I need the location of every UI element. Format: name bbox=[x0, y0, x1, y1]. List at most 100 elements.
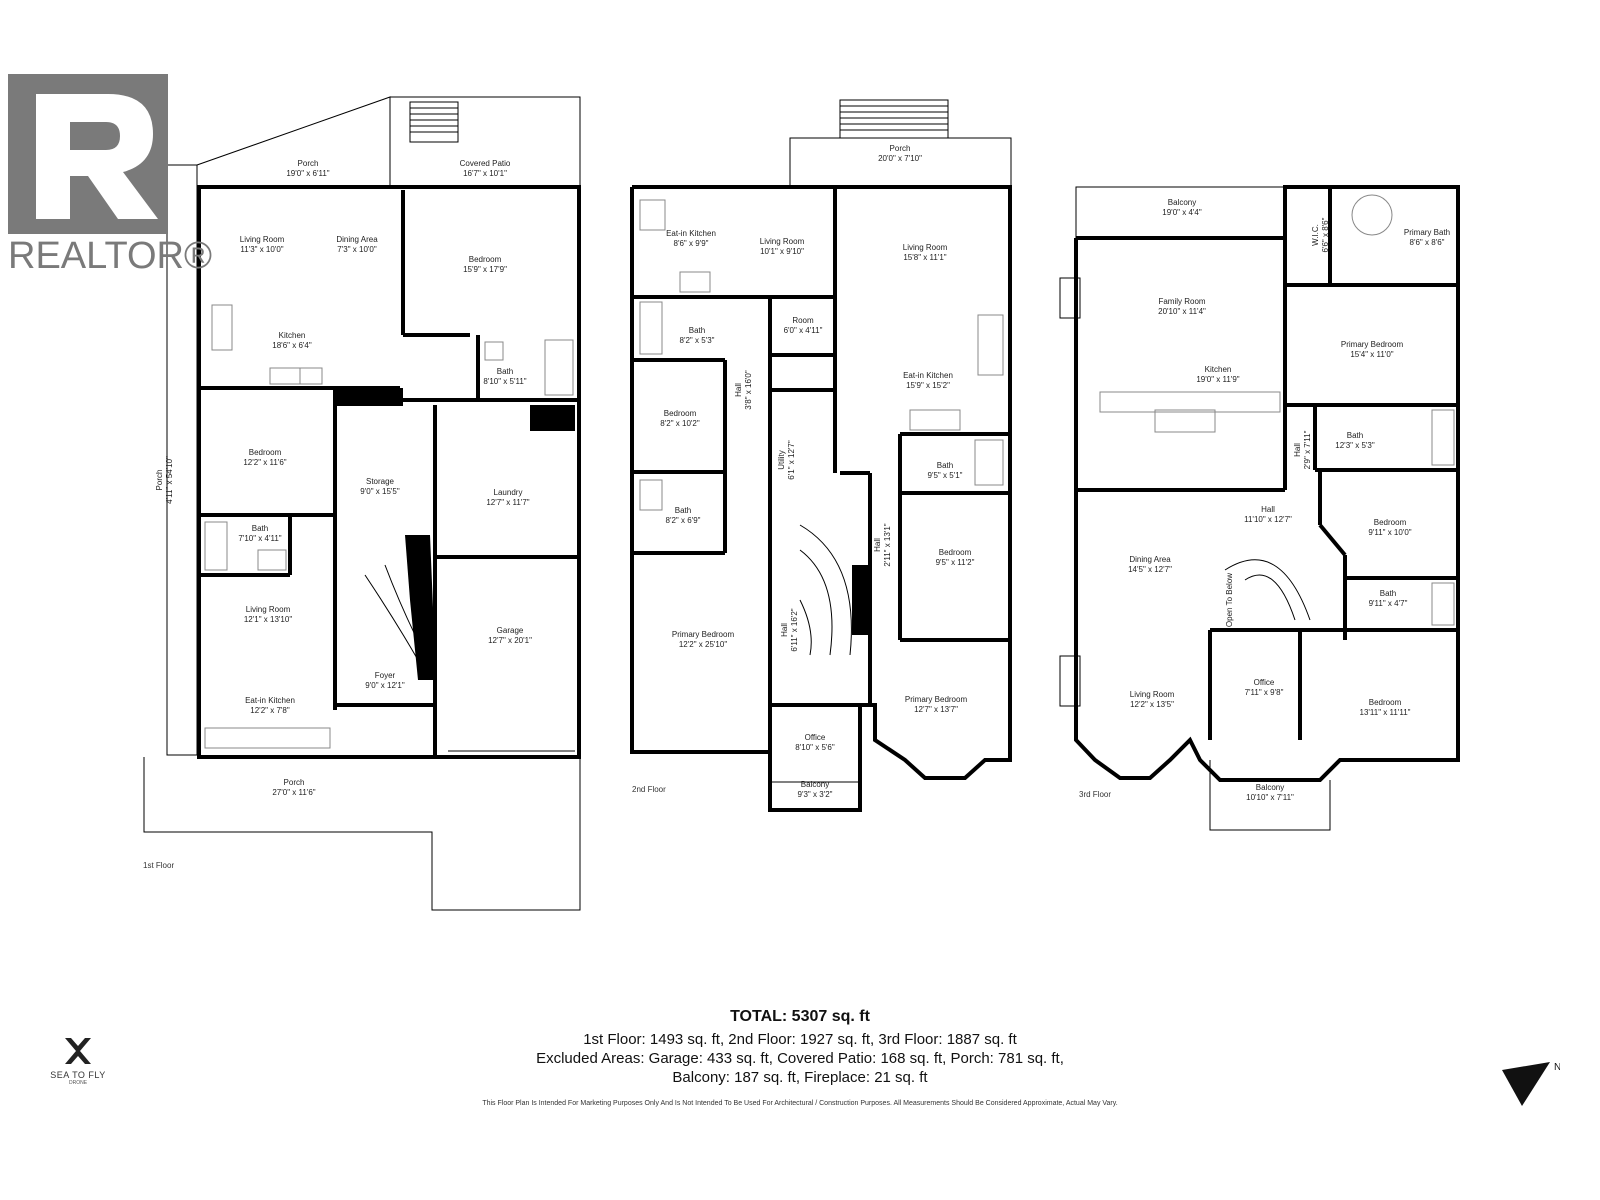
third-floor-plan bbox=[1059, 185, 1460, 831]
room-name: Porch bbox=[890, 144, 911, 153]
room-dimensions: 8'10" x 5'6" bbox=[795, 743, 835, 752]
room-name: Open To Below bbox=[1225, 573, 1234, 627]
room-dimensions: 9'11" x 4'7" bbox=[1369, 599, 1408, 608]
room-dimensions: 9'11" x 10'0" bbox=[1368, 528, 1411, 537]
floor-label-third: 3rd Floor bbox=[1079, 790, 1111, 799]
room-name: Kitchen bbox=[1205, 365, 1232, 374]
room-name: Living Room bbox=[1130, 690, 1175, 699]
room-name: Foyer bbox=[375, 671, 396, 680]
room-dimensions: 8'2" x 10'2" bbox=[660, 419, 700, 428]
room-name: Hall bbox=[1261, 505, 1275, 514]
total-area: TOTAL: 5307 sq. ft bbox=[730, 1008, 870, 1025]
room-name: Bath bbox=[252, 524, 268, 533]
room-name: Living Room bbox=[760, 237, 805, 246]
room-name: Dining Area bbox=[1129, 555, 1171, 564]
room-name: Hall bbox=[734, 383, 743, 397]
room-label-third-open-to-below: Open To Below bbox=[1225, 573, 1234, 627]
room-dimensions: 8'10" x 5'11" bbox=[483, 377, 526, 386]
room-name: Balcony bbox=[1168, 198, 1196, 207]
room-name: Bath bbox=[497, 367, 513, 376]
room-dimensions: 15'8" x 11'1" bbox=[903, 253, 946, 262]
room-label-second-hall-c: Hall6'11" x 16'2" bbox=[780, 608, 799, 651]
room-name: Hall bbox=[1293, 443, 1302, 457]
room-dimensions: 12'2" x 11'6" bbox=[243, 458, 286, 467]
room-name: Living Room bbox=[903, 243, 948, 252]
room-label-first-porch-side: Porch4'11" x 54'10" bbox=[155, 456, 174, 504]
room-name: Porch bbox=[298, 159, 319, 168]
room-dimensions: 8'6" x 9'9" bbox=[674, 239, 709, 248]
room-name: Eat-in Kitchen bbox=[666, 229, 716, 238]
room-dimensions: 12'2" x 25'10" bbox=[679, 640, 727, 649]
room-name: Bedroom bbox=[664, 409, 697, 418]
room-dimensions: 20'0" x 7'10" bbox=[878, 154, 922, 163]
room-name: Bath bbox=[1347, 431, 1363, 440]
room-name: Room bbox=[792, 316, 814, 325]
room-name: Primary Bedroom bbox=[905, 695, 968, 704]
excluded-areas: Excluded Areas: Garage: 433 sq. ft, Cove… bbox=[536, 1050, 1064, 1067]
floor-label-first: 1st Floor bbox=[143, 861, 174, 870]
room-name: Office bbox=[805, 733, 826, 742]
room-name: Kitchen bbox=[279, 331, 306, 340]
room-name: Bath bbox=[689, 326, 705, 335]
room-label-second-hall-b: Hall2'11" x 13'1" bbox=[873, 523, 892, 566]
sea-to-fly-logo: SEA TO FLY DRONE bbox=[38, 1036, 118, 1086]
room-name: Bath bbox=[937, 461, 953, 470]
realtor-r-icon bbox=[8, 74, 168, 234]
room-name: Covered Patio bbox=[460, 159, 511, 168]
brand-name: SEA TO FLY bbox=[50, 1070, 106, 1080]
room-dimensions: 13'11" x 11'11" bbox=[1360, 708, 1411, 717]
room-dimensions: 15'4" x 11'0" bbox=[1350, 350, 1393, 359]
room-dimensions: 3'8" x 16'0" bbox=[744, 370, 753, 410]
room-label-third-hall-a: Hall2'9" x 7'11" bbox=[1293, 430, 1312, 469]
room-dimensions: 12'7" x 11'7" bbox=[486, 498, 529, 507]
room-dimensions: 8'2" x 5'3" bbox=[680, 336, 715, 345]
realtor-logo: REALTOR® bbox=[8, 74, 212, 276]
room-dimensions: 9'5" x 5'1" bbox=[928, 471, 963, 480]
room-dimensions: 11'3" x 10'0" bbox=[240, 245, 283, 254]
room-dimensions: 15'9" x 17'9" bbox=[463, 265, 507, 274]
room-dimensions: 12'2" x 7'8" bbox=[250, 706, 290, 715]
room-name: Balcony bbox=[1256, 783, 1284, 792]
room-name: Garage bbox=[497, 626, 524, 635]
room-name: Eat-in Kitchen bbox=[245, 696, 295, 705]
sea-to-fly-icon bbox=[65, 1038, 91, 1064]
room-dimensions: 16'7" x 10'1" bbox=[463, 169, 507, 178]
first-floor-plan bbox=[143, 96, 581, 911]
room-dimensions: 6'0" x 4'11" bbox=[784, 326, 823, 335]
room-name: Bedroom bbox=[469, 255, 502, 264]
room-dimensions: 8'2" x 6'9" bbox=[666, 516, 701, 525]
room-label-second-utility: Utility6'1" x 12'7" bbox=[777, 440, 796, 480]
